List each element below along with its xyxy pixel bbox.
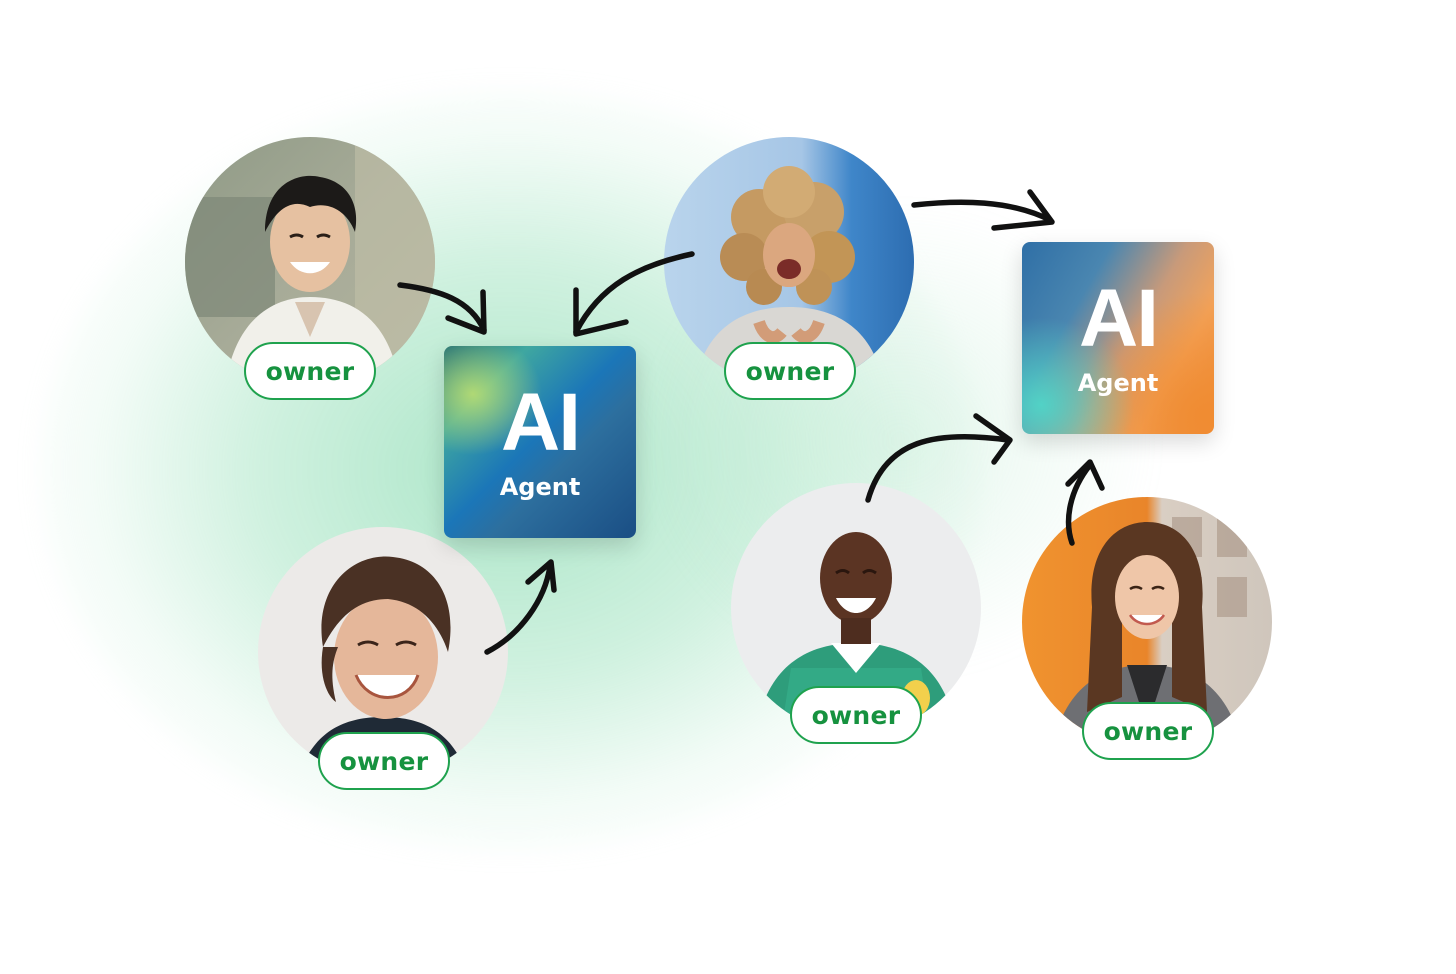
ai-agent-title: AI xyxy=(501,377,581,468)
owner-avatar-curly-woman xyxy=(664,137,914,387)
owner-badge: owner xyxy=(790,686,922,744)
owner-badge: owner xyxy=(1082,702,1214,760)
ai-agent-subtitle: Agent xyxy=(1077,369,1159,397)
ai-agent-tile-right: AI Agent xyxy=(1022,242,1214,434)
ai-agent-subtitle: Agent xyxy=(499,473,581,501)
ai-agent-tile-left: AI Agent xyxy=(444,346,636,538)
owner-badge: owner xyxy=(724,342,856,400)
ai-agent-title: AI xyxy=(1079,273,1159,364)
owner-badge: owner xyxy=(244,342,376,400)
owner-badge: owner xyxy=(318,732,450,790)
curly-hair-woman-avatar xyxy=(664,137,914,387)
